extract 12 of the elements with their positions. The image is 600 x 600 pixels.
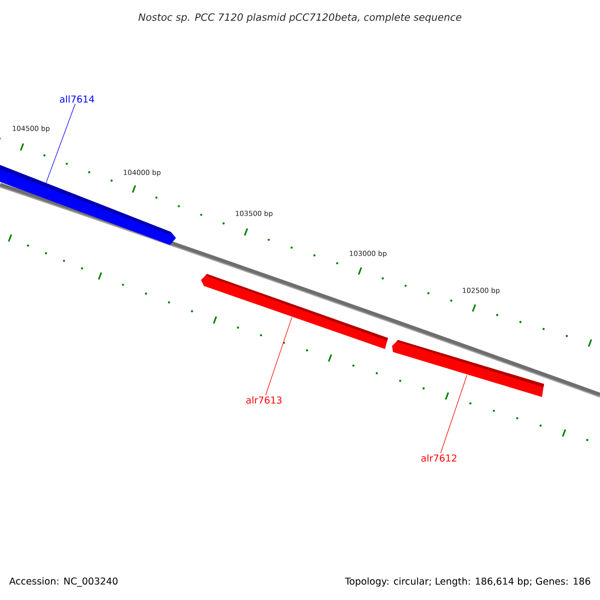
gene-bar	[392, 340, 544, 397]
leader-line	[265, 316, 292, 396]
gene-bar	[0, 163, 176, 245]
leader-line	[46, 104, 76, 184]
title: Nostoc sp. PCC 7120 plasmid pCC7120beta, complete sequence	[138, 13, 462, 23]
gene-label: alr7612	[421, 454, 456, 462]
summary-text: Topology: circular; Length: 186,614 bp; Genes: 186	[344, 577, 590, 587]
gene-label: alr7613	[246, 396, 282, 404]
gene-label: all7614	[60, 95, 94, 103]
accession-text: Accession: NC_003240	[9, 577, 118, 587]
gene-bar	[201, 274, 388, 349]
leader-line	[440, 374, 468, 454]
